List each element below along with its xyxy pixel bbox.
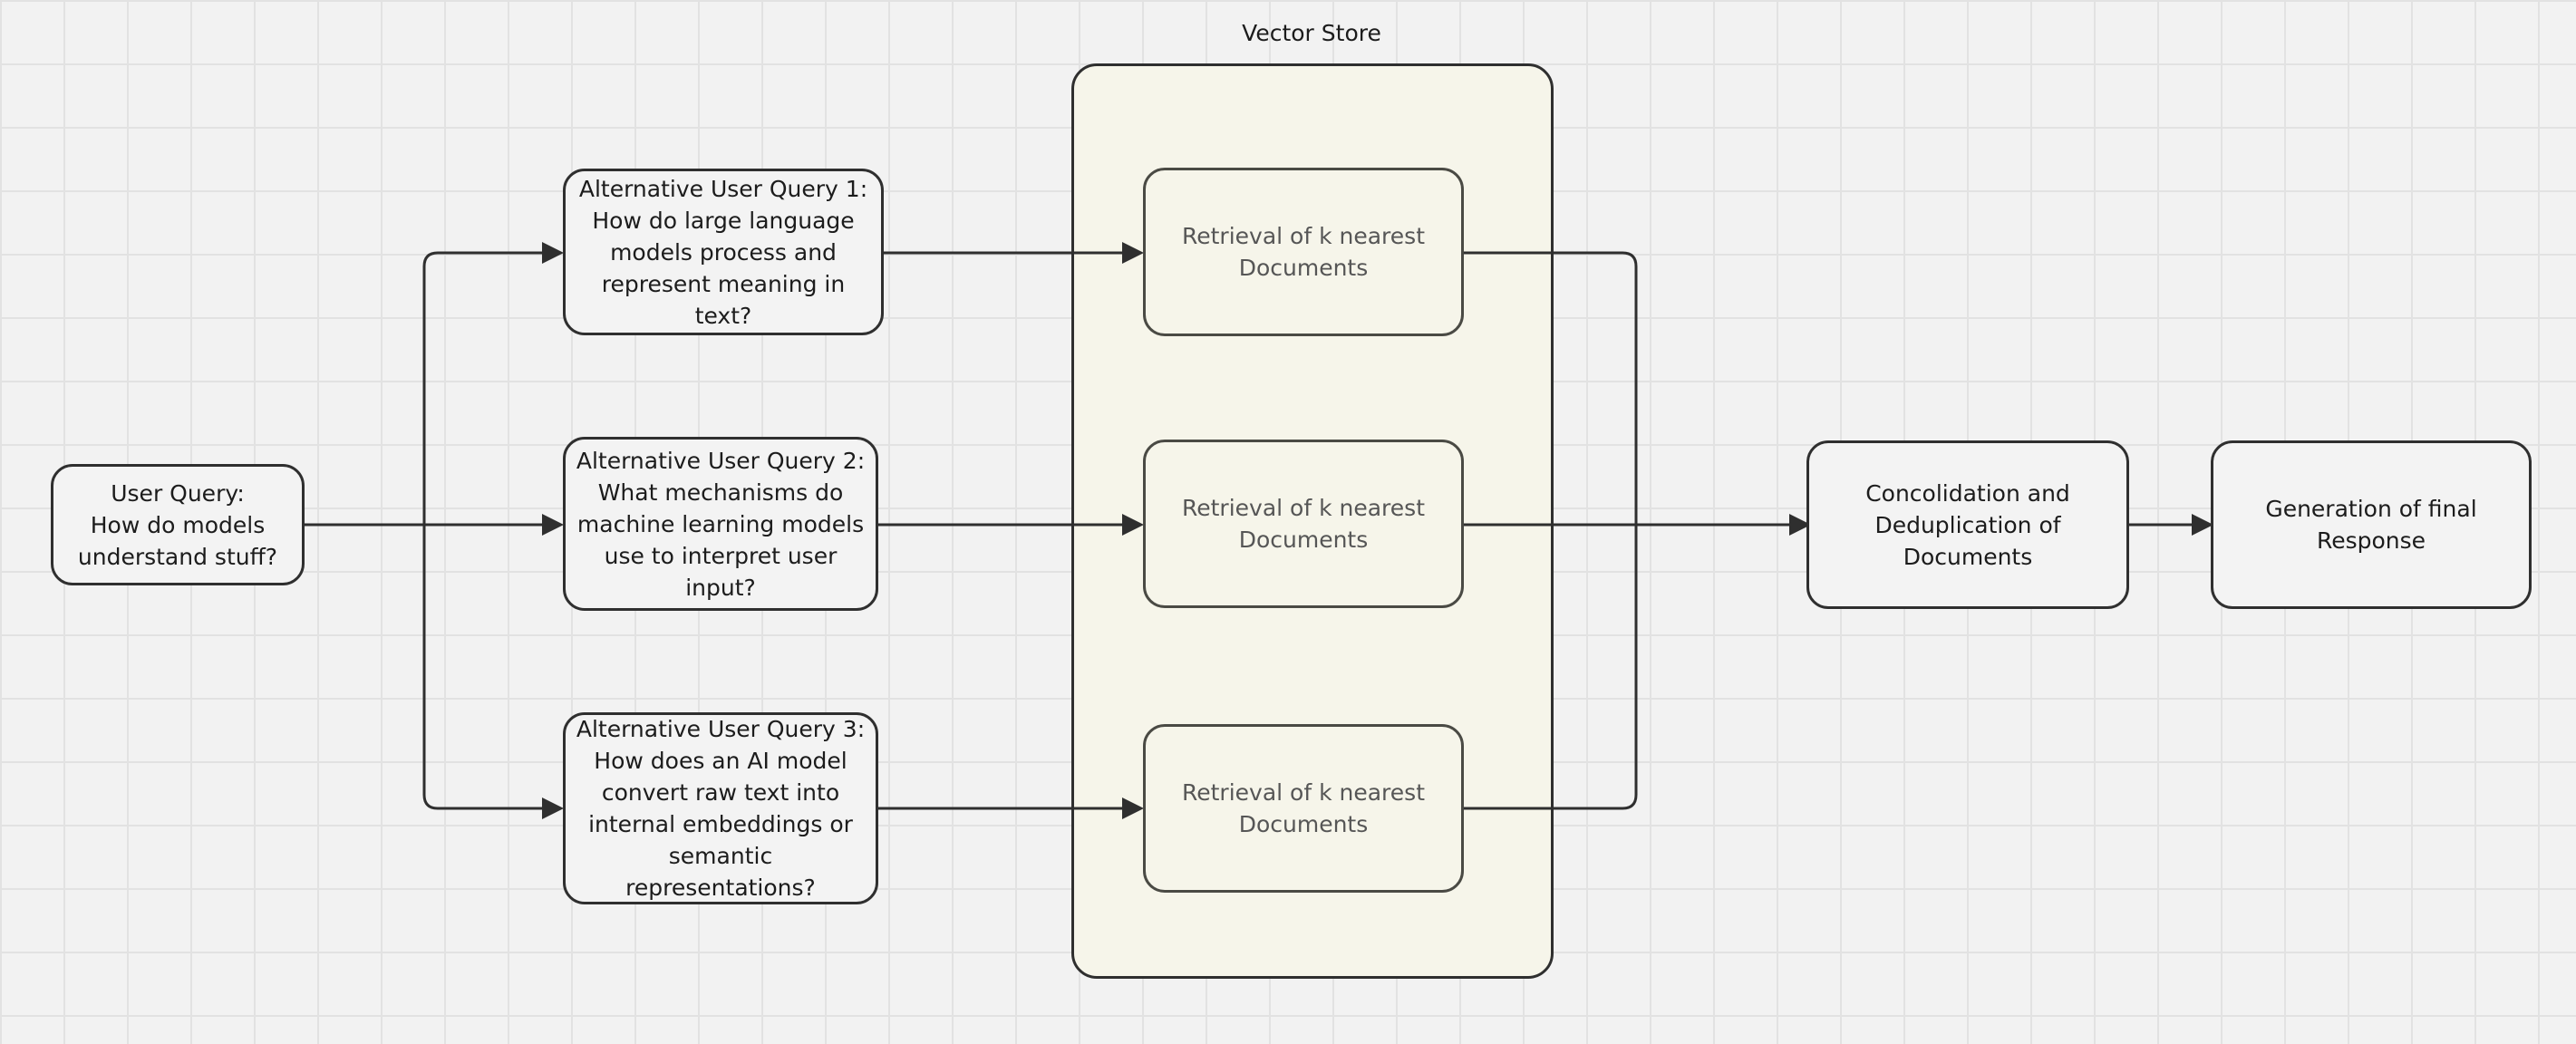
alternative-query-3-node: Alternative User Query 3: How does an AI… [563, 712, 878, 904]
arrow-head [542, 798, 564, 819]
vector-store-label: Vector Store [1242, 20, 1381, 46]
edge-user-to-alt3 [422, 525, 555, 810]
consolidation-node: Concolidation and Deduplication of Docum… [1806, 440, 2129, 609]
retrieval-node-1: Retrieval of k nearest Documents [1143, 168, 1464, 336]
user-query-node: User Query: How do models understand stu… [51, 464, 305, 585]
edge-user-to-alt1 [422, 251, 555, 525]
arrow-head [542, 514, 564, 536]
arrow-head [542, 242, 564, 264]
alternative-query-2-node: Alternative User Query 2: What mechanism… [563, 437, 878, 611]
retrieval-node-3: Retrieval of k nearest Documents [1143, 724, 1464, 893]
retrieval-node-2: Retrieval of k nearest Documents [1143, 440, 1464, 608]
alternative-query-1-node: Alternative User Query 1: How do large l… [563, 169, 884, 335]
final-response-node: Generation of final Response [2211, 440, 2532, 609]
